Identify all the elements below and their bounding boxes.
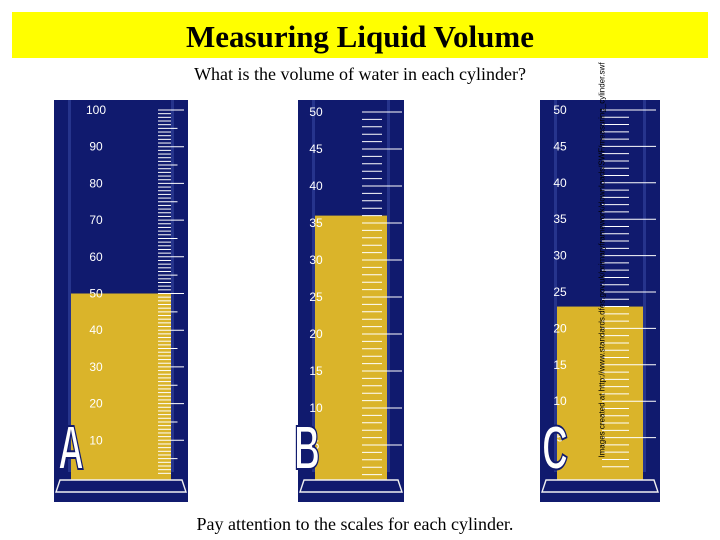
scale-label: 90 [89,140,103,154]
scale-label: 35 [553,212,567,226]
scale-label: 60 [89,250,103,264]
scale-label: 45 [309,142,323,156]
scale-label: 100 [86,103,106,117]
tube-wall [643,100,646,472]
cylinder-base [541,479,659,493]
footer-note: Pay attention to the scales for each cyl… [196,514,514,534]
scale-label: 20 [309,327,323,341]
scale-label: 10 [553,394,567,408]
scale-label: 20 [89,397,103,411]
scale-label: 10 [89,433,103,447]
scale-label: 50 [89,287,103,301]
page-title: Measuring Liquid Volume [186,19,534,54]
liquid [315,215,387,480]
tube-wall [312,100,315,472]
cylinder-base [299,479,403,493]
scale-label: 40 [89,323,103,337]
scale-label: 25 [309,290,323,304]
tube-wall [171,100,174,472]
cylinder-graphic: 100 90 80 70 60 50 40 30 20 10 [54,100,188,502]
cylinder-graphic: 50 45 40 35 30 25 20 15 10 5 [298,100,404,502]
cylinder-letter: B [293,414,320,483]
scale-label: 40 [309,179,323,193]
scale-label: 30 [309,253,323,267]
scale-label: 15 [553,358,567,372]
scale-label: 30 [553,249,567,263]
scale-label: 35 [309,216,323,230]
scale-label: 20 [553,321,567,335]
scale-label: 40 [553,176,567,190]
scale-label: 70 [89,213,103,227]
source-credit: Images created at http://www.standards.d… [597,62,607,458]
scale-label: 25 [553,285,567,299]
cylinder-base [55,479,187,493]
cylinder-graphic: 50 45 40 35 30 25 20 15 10 5 [540,100,660,502]
liquid [71,293,171,480]
title-bar [12,12,708,58]
scale-label: 80 [89,176,103,190]
cylinder-letter: C [541,414,568,483]
scale-label: 50 [309,105,323,119]
scale-label: 45 [553,139,567,153]
question-text: What is the volume of water in each cyli… [194,64,526,84]
scale-label: 10 [309,401,323,415]
tube-wall [68,100,71,472]
tube-wall [387,100,390,472]
scale-label: 50 [553,103,567,117]
scale-label: 5 [313,438,320,452]
cylinder-a: 100 90 80 70 60 50 40 30 20 10 A [54,100,188,502]
scale-label: 15 [309,364,323,378]
scale-label: 5 [557,431,564,445]
cylinder-letter: A [57,414,84,483]
scale-label: 30 [89,360,103,374]
tube-wall [554,100,557,472]
